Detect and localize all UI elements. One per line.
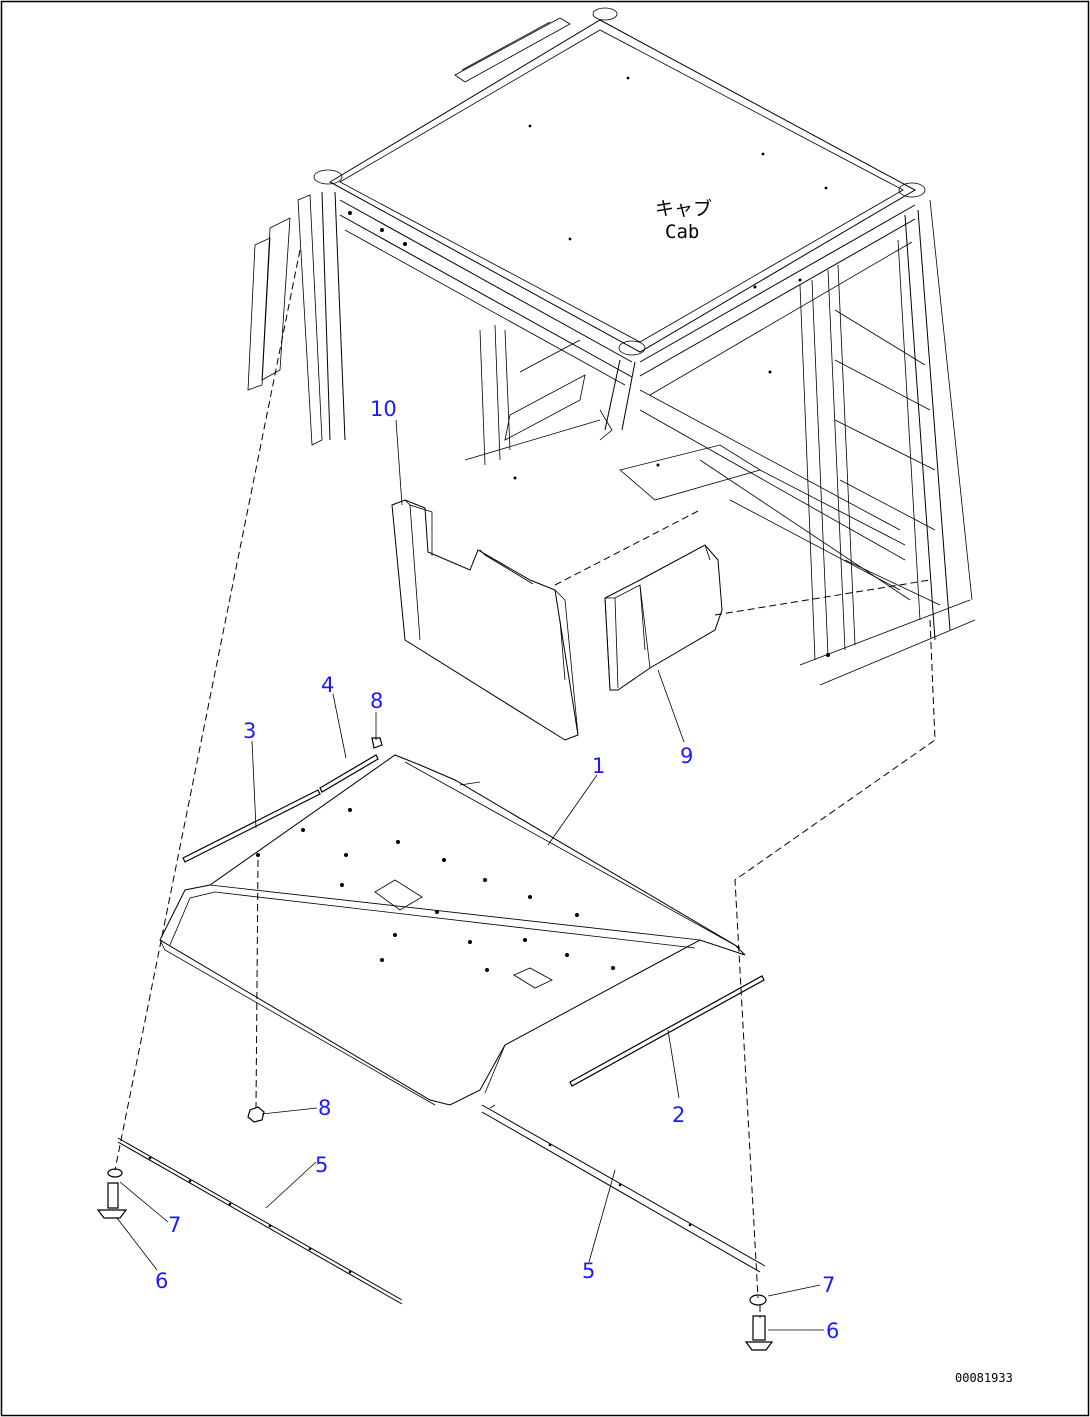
part-5-strip-right xyxy=(481,1104,766,1273)
callout-8-bottom: 8 xyxy=(318,1096,331,1120)
part-9-panel xyxy=(604,544,723,691)
part-4-strip xyxy=(319,754,379,793)
part-6-bolt-right xyxy=(744,1315,774,1351)
part-2-strip xyxy=(569,975,765,1087)
callout-5-left: 5 xyxy=(315,1153,328,1177)
callout-8-top: 8 xyxy=(370,689,383,713)
alignment-lines xyxy=(114,249,936,1318)
callout-2: 2 xyxy=(672,1103,685,1127)
part-3-strip xyxy=(182,789,321,863)
drawing-code: 00081933 xyxy=(955,1371,1013,1385)
part-8-nut-bottom xyxy=(247,1106,265,1123)
callout-6-right: 6 xyxy=(826,1319,839,1343)
leader-lines xyxy=(116,419,824,1331)
callout-6-left: 6 xyxy=(155,1269,168,1293)
part-7-washer-right xyxy=(749,1294,767,1306)
part-6-bolt-left xyxy=(96,1182,128,1219)
callout-7-left: 7 xyxy=(168,1213,181,1237)
callout-4: 4 xyxy=(321,673,334,697)
part-8-nut-top xyxy=(371,737,383,749)
cab-frame xyxy=(247,7,976,686)
callout-3: 3 xyxy=(243,719,256,743)
part-5-strip-left xyxy=(117,1137,403,1305)
callout-10: 10 xyxy=(370,397,397,421)
part-1-floor-plate xyxy=(159,754,746,1106)
part-7-washer-left xyxy=(107,1168,123,1178)
callout-9: 9 xyxy=(680,744,693,768)
cab-label-en: Cab xyxy=(665,221,699,243)
callout-1: 1 xyxy=(592,754,605,778)
callout-5-right: 5 xyxy=(582,1259,595,1283)
part-10-panel xyxy=(391,499,579,741)
callout-7-right: 7 xyxy=(822,1273,835,1297)
cab-label-jp: キャブ xyxy=(655,197,712,220)
